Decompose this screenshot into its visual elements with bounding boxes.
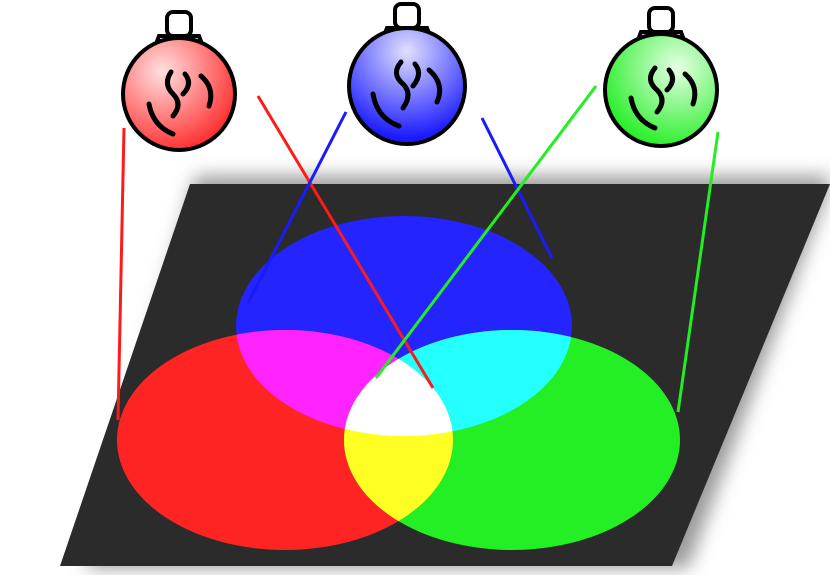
green-beam: [374, 85, 598, 379]
bulb-socket: [393, 2, 421, 30]
green-beam: [676, 131, 720, 413]
bulb-filament-icon: [370, 59, 443, 129]
bulb-socket: [165, 10, 193, 38]
bulb-glass: [603, 32, 719, 148]
blue-light-bulb: [347, 2, 467, 146]
green-light-bulb: [603, 6, 719, 148]
bulb-glass: [121, 36, 237, 152]
red-light-bulb: [121, 10, 237, 152]
bulb-socket: [647, 6, 675, 34]
blue-beam: [246, 111, 348, 304]
red-beam: [116, 127, 126, 421]
blue-beam: [480, 117, 554, 259]
bulb-filament-icon: [146, 69, 214, 137]
white-overlap: [344, 330, 453, 436]
bulb-filament-icon: [628, 65, 698, 131]
beam-lines: [116, 85, 720, 421]
